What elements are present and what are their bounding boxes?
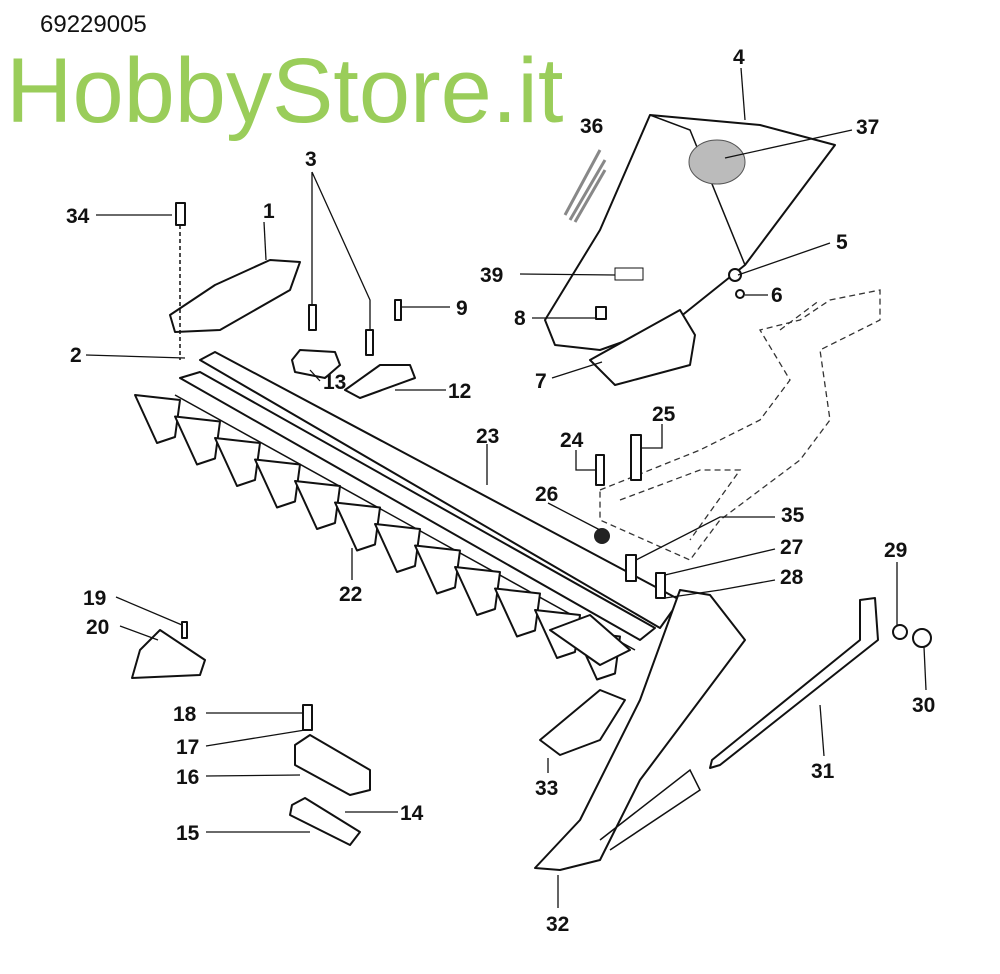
label-31: 31 <box>811 760 835 783</box>
label-33: 33 <box>535 777 558 800</box>
watermark: HobbyStore.it <box>6 40 563 142</box>
cutter-bar <box>134 351 681 681</box>
label-24: 24 <box>560 429 584 452</box>
part-15 <box>289 797 361 846</box>
label-12: 12 <box>448 380 471 403</box>
label-17: 17 <box>176 736 199 759</box>
part-16 <box>294 734 371 796</box>
label-36: 36 <box>580 115 603 138</box>
part-labels: 1 2 3 4 5 6 7 8 9 12 13 14 15 16 17 18 1… <box>66 46 935 936</box>
label-22: 22 <box>339 583 362 606</box>
label-8: 8 <box>514 307 526 330</box>
label-27: 27 <box>780 536 803 559</box>
label-3: 3 <box>305 148 317 171</box>
knife-section <box>494 587 541 638</box>
knife-section <box>214 437 261 487</box>
label-16: 16 <box>176 766 199 789</box>
knife-section <box>374 523 421 573</box>
label-39: 39 <box>480 264 503 287</box>
part-13 <box>291 349 341 379</box>
label-19: 19 <box>83 587 106 610</box>
label-2: 2 <box>70 344 82 367</box>
label-29: 29 <box>884 539 907 562</box>
diagram-code: 69229005 <box>40 11 147 38</box>
knife-section <box>414 544 461 595</box>
label-37: 37 <box>856 116 879 139</box>
label-20: 20 <box>86 616 109 639</box>
label-4: 4 <box>733 46 745 69</box>
small-parts <box>131 149 745 846</box>
knife-section <box>254 458 301 509</box>
label-25: 25 <box>652 403 676 426</box>
label-9: 9 <box>456 297 468 320</box>
label-35: 35 <box>781 504 805 527</box>
label-26: 26 <box>535 483 558 506</box>
headstock-cover <box>544 114 836 386</box>
knife-section <box>134 394 181 444</box>
divider-rod <box>709 597 932 769</box>
label-34: 34 <box>66 205 90 228</box>
mount-bracket-outline <box>599 289 881 561</box>
label-15: 15 <box>176 822 200 845</box>
knife-section <box>174 415 221 466</box>
label-28: 28 <box>780 566 804 589</box>
part-20 <box>131 629 206 679</box>
outer-shoe <box>534 589 746 871</box>
label-14: 14 <box>400 802 424 825</box>
label-7: 7 <box>535 370 547 393</box>
part-33 <box>539 689 626 756</box>
knife-section <box>454 566 501 616</box>
label-6: 6 <box>771 284 783 307</box>
part-1 <box>169 259 301 333</box>
label-30: 30 <box>912 694 935 717</box>
knife-section <box>334 501 381 552</box>
label-32: 32 <box>546 913 569 936</box>
label-13: 13 <box>323 371 346 394</box>
knife-section <box>294 480 341 530</box>
label-18: 18 <box>173 703 197 726</box>
label-1: 1 <box>263 200 275 223</box>
part-12 <box>344 364 416 399</box>
leader-lines <box>85 67 927 908</box>
label-23: 23 <box>476 425 499 448</box>
label-5: 5 <box>836 231 848 254</box>
